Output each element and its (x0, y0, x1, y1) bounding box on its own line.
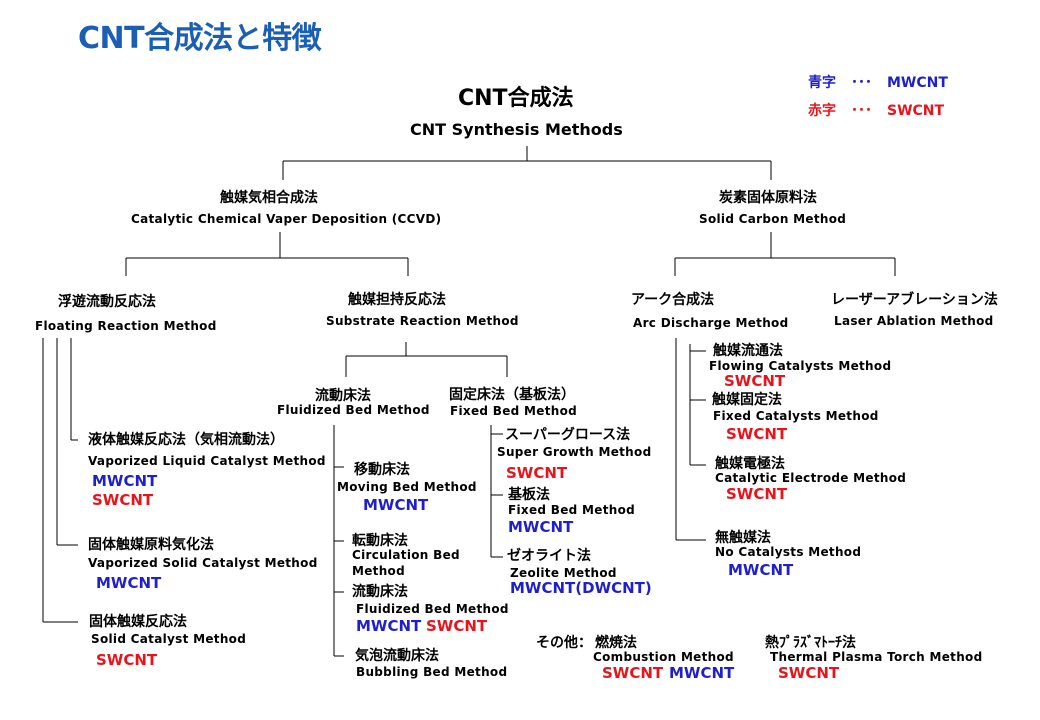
solid-cat-swcnt: SWCNT (96, 651, 158, 669)
no-cat-jp: 無触媒法 (715, 530, 771, 546)
ccvd-jp: 触媒気相合成法 (220, 190, 318, 206)
floating-jp: 浮遊流動反応法 (58, 294, 156, 310)
no-cat-mwcnt: MWCNT (728, 561, 794, 579)
combustion-jp: 燃焼法 (595, 635, 637, 651)
fluidized-jp: 流動床法 (315, 388, 371, 404)
combustion-mwcnt: MWCNT (669, 664, 735, 682)
legend-blue-value: MWCNT (887, 75, 948, 91)
legend-red-dots: ･･･ (851, 103, 872, 119)
solid-carbon-jp: 炭素固体原料法 (719, 190, 817, 206)
circulation-bed-en1: Circulation Bed (352, 548, 460, 562)
combustion-swcnt: SWCNT (602, 664, 664, 682)
vapor-liquid-swcnt: SWCNT (92, 491, 154, 509)
cat-electrode-jp: 触媒電極法 (715, 456, 785, 472)
legend-blue-label: 青字 (808, 75, 836, 91)
combustion-en: Combustion Method (593, 650, 734, 664)
floating-en: Floating Reaction Method (35, 319, 217, 333)
fluidized-en: Fluidized Bed Method (277, 403, 430, 417)
others-label: その他： (536, 635, 592, 651)
vapor-solid-jp: 固体触媒原料気化法 (88, 537, 214, 553)
vapor-solid-en: Vaporized Solid Catalyst Method (88, 556, 318, 570)
fixed-bed-en: Fixed Bed Method (450, 404, 578, 418)
vapor-liquid-en: Vaporized Liquid Catalyst Method (88, 454, 326, 468)
fluidized-bed2-jp: 流動床法 (352, 584, 408, 600)
solid-cat-jp: 固体触媒反応法 (89, 614, 187, 630)
vapor-liquid-jp: 液体触媒反応法（気相流動法） (88, 432, 284, 448)
flowing-cat-en: Flowing Catalysts Method (709, 359, 892, 373)
flowing-cat-jp: 触媒流通法 (713, 343, 783, 359)
vapor-solid-mwcnt: MWCNT (96, 574, 162, 592)
cat-electrode-en: Catalytic Electrode Method (715, 471, 907, 485)
plasma-en: Thermal Plasma Torch Method (770, 650, 983, 664)
legend-blue-dots: ･･･ (851, 75, 872, 91)
zeolite-jp: ゼオライト法 (507, 548, 591, 564)
solid-cat-en: Solid Catalyst Method (91, 632, 247, 646)
ccvd-en: Catalytic Chemical Vaper Deposition (CCV… (131, 212, 442, 226)
substrate-method-mwcnt: MWCNT (508, 518, 574, 536)
substrate-method-jp: 基板法 (508, 487, 550, 503)
fluidized-bed2-swcnt: SWCNT (426, 617, 488, 635)
root-title-en: CNT Synthesis Methods (410, 120, 623, 139)
plasma-swcnt: SWCNT (778, 664, 840, 682)
fixed-cat-jp: 触媒固定法 (712, 392, 782, 408)
vapor-liquid-mwcnt: MWCNT (92, 472, 158, 490)
substrate-jp: 触媒担持反応法 (348, 292, 446, 308)
circulation-bed-en2: Method (352, 564, 405, 578)
legend-red-value: SWCNT (887, 103, 945, 119)
laser-jp: レーザーアブレーション法 (831, 292, 998, 308)
arc-en: Arc Discharge Method (633, 316, 789, 330)
circulation-bed-jp: 転動床法 (352, 533, 408, 549)
laser-en: Laser Ablation Method (834, 314, 994, 328)
zeolite-en: Zeolite Method (510, 566, 617, 580)
moving-bed-jp: 移動床法 (354, 462, 410, 478)
substrate-en: Substrate Reaction Method (326, 314, 519, 328)
fluidized-bed2-en: Fluidized Bed Method (356, 602, 509, 616)
no-cat-en: No Catalysts Method (715, 545, 862, 559)
moving-bed-en: Moving Bed Method (337, 480, 477, 494)
moving-bed-mwcnt: MWCNT (363, 496, 429, 514)
fixed-bed-jp: 固定床法（基板法） (449, 387, 575, 403)
legend-red-label: 赤字 (808, 103, 836, 119)
plasma-jp: 熱ﾌﾟﾗｽﾞﾏﾄｰﾁ法 (765, 635, 856, 651)
fixed-cat-swcnt: SWCNT (726, 425, 788, 443)
bubbling-bed-jp: 気泡流動床法 (355, 648, 439, 664)
page-title: CNT合成法と特徴 (78, 21, 322, 56)
flowing-cat-swcnt: SWCNT (724, 372, 786, 390)
root-title-jp: CNT合成法 (458, 86, 574, 111)
solid-carbon-en: Solid Carbon Method (699, 212, 847, 226)
super-growth-swcnt: SWCNT (506, 464, 568, 482)
super-growth-jp: スーパーグロース法 (505, 427, 631, 443)
super-growth-en: Super Growth Method (497, 445, 652, 459)
bubbling-bed-en: Bubbling Bed Method (356, 665, 508, 679)
fixed-cat-en: Fixed Catalysts Method (713, 409, 879, 423)
zeolite-mwcnt: MWCNT(DWCNT) (510, 579, 652, 597)
fluidized-bed2-mwcnt: MWCNT (356, 617, 422, 635)
substrate-method-en: Fixed Bed Method (508, 503, 636, 517)
cat-electrode-swcnt: SWCNT (726, 485, 788, 503)
arc-jp: アーク合成法 (631, 292, 715, 308)
